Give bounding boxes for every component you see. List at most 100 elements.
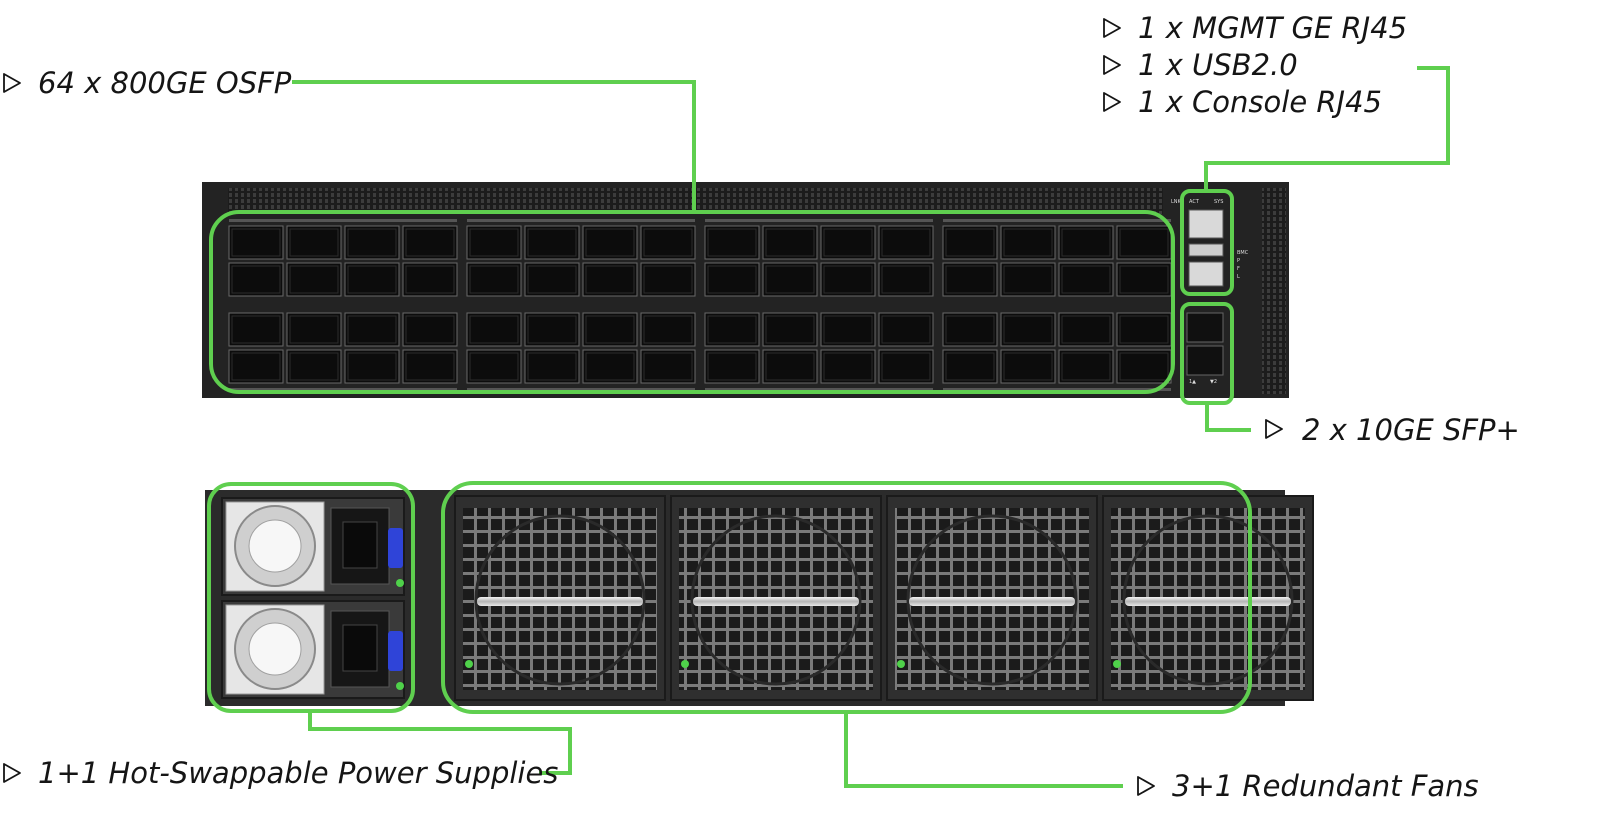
psu-fan-hub	[248, 519, 302, 573]
osfp-port-inner	[823, 265, 873, 294]
osfp-port-inner	[405, 228, 455, 257]
osfp-port-inner	[765, 352, 815, 381]
osfp-port	[942, 312, 998, 347]
osfp-port-inner	[527, 352, 577, 381]
osfp-port	[942, 225, 998, 260]
callout-fans-text: 3+1 Redundant Fans	[1172, 769, 1479, 803]
port-label-strip	[467, 219, 695, 222]
osfp-port-inner	[1119, 228, 1169, 257]
osfp-port-inner	[231, 352, 281, 381]
callout-sfp: 2 x 10GE SFP+	[1265, 413, 1520, 447]
usb-port	[1188, 243, 1224, 257]
mgmt-leader-line	[1204, 66, 1450, 191]
osfp-port	[704, 225, 760, 260]
osfp-port	[878, 312, 934, 347]
fans-leader-line	[844, 712, 1123, 788]
fan-handle	[477, 597, 643, 606]
rear-panel	[205, 490, 1314, 706]
osfp-port-inner	[231, 265, 281, 294]
osfp-port-inner	[469, 228, 519, 257]
osfp-port-inner	[585, 265, 635, 294]
osfp-port-array	[228, 219, 1172, 391]
osfp-port-inner	[881, 228, 931, 257]
osfp-port	[762, 312, 818, 347]
osfp-port-inner	[1119, 265, 1169, 294]
osfp-port	[228, 225, 284, 260]
port-label-strip	[467, 388, 695, 391]
osfp-port-inner	[765, 265, 815, 294]
osfp-port-inner	[527, 265, 577, 294]
osfp-port	[286, 225, 342, 260]
osfp-port-inner	[289, 315, 339, 344]
osfp-port	[820, 349, 876, 384]
osfp-port-inner	[347, 315, 397, 344]
osfp-port-inner	[347, 265, 397, 294]
sfp-label-2: ▼2	[1210, 379, 1217, 385]
osfp-port	[582, 349, 638, 384]
osfp-port-inner	[231, 228, 281, 257]
status-label-l: L	[1237, 274, 1240, 280]
osfp-port-inner	[347, 352, 397, 381]
psu-led	[396, 682, 404, 690]
mgmt-label-sys: SYS	[1214, 199, 1223, 205]
osfp-port	[344, 225, 400, 260]
mgmt-port-block	[1188, 209, 1224, 287]
osfp-port	[466, 262, 522, 297]
callout-mgmt-text-1: 1 x MGMT GE RJ45	[1138, 11, 1407, 45]
sfp-port-block	[1186, 312, 1224, 376]
osfp-port	[286, 349, 342, 384]
port-label-strip	[229, 388, 457, 391]
port-label-strip	[229, 219, 457, 222]
osfp-port	[1000, 262, 1056, 297]
osfp-port	[820, 262, 876, 297]
osfp-port-inner	[469, 265, 519, 294]
osfp-port-inner	[405, 352, 455, 381]
osfp-port-inner	[945, 352, 995, 381]
osfp-port-inner	[881, 265, 931, 294]
osfp-port-inner	[881, 315, 931, 344]
osfp-port-inner	[643, 265, 693, 294]
osfp-port	[820, 225, 876, 260]
osfp-port-inner	[707, 228, 757, 257]
osfp-port-inner	[405, 315, 455, 344]
osfp-port	[582, 262, 638, 297]
osfp-port	[640, 312, 696, 347]
osfp-port	[286, 312, 342, 347]
osfp-port-inner	[405, 265, 455, 294]
osfp-port	[1000, 225, 1056, 260]
triangle-bullet-icon	[1103, 18, 1121, 38]
osfp-port-inner	[1061, 265, 1111, 294]
osfp-port	[1116, 349, 1172, 384]
status-label-bmc: BMC	[1237, 250, 1249, 256]
osfp-port	[640, 262, 696, 297]
osfp-port-inner	[945, 265, 995, 294]
osfp-port	[402, 312, 458, 347]
osfp-port-inner	[585, 352, 635, 381]
osfp-leader-line	[292, 80, 696, 212]
triangle-bullet-icon	[3, 763, 21, 783]
osfp-port-inner	[1003, 265, 1053, 294]
osfp-port	[1058, 262, 1114, 297]
triangle-bullet-icon	[1103, 92, 1121, 112]
triangle-bullet-icon	[3, 73, 21, 93]
port-label-strip	[943, 219, 1171, 222]
osfp-port	[402, 349, 458, 384]
osfp-port-inner	[823, 352, 873, 381]
psu-inlet-socket	[342, 624, 378, 672]
osfp-port-inner	[469, 352, 519, 381]
osfp-port-inner	[945, 315, 995, 344]
osfp-port	[524, 225, 580, 260]
front-right-vent	[1262, 188, 1286, 394]
osfp-port	[1116, 225, 1172, 260]
osfp-port-inner	[765, 315, 815, 344]
osfp-port	[402, 225, 458, 260]
osfp-port	[704, 349, 760, 384]
osfp-port	[344, 262, 400, 297]
osfp-port-inner	[231, 315, 281, 344]
psu-latch	[388, 631, 403, 671]
osfp-port	[466, 225, 522, 260]
osfp-port	[344, 312, 400, 347]
osfp-port-inner	[765, 228, 815, 257]
psu-fan-hub	[248, 622, 302, 676]
